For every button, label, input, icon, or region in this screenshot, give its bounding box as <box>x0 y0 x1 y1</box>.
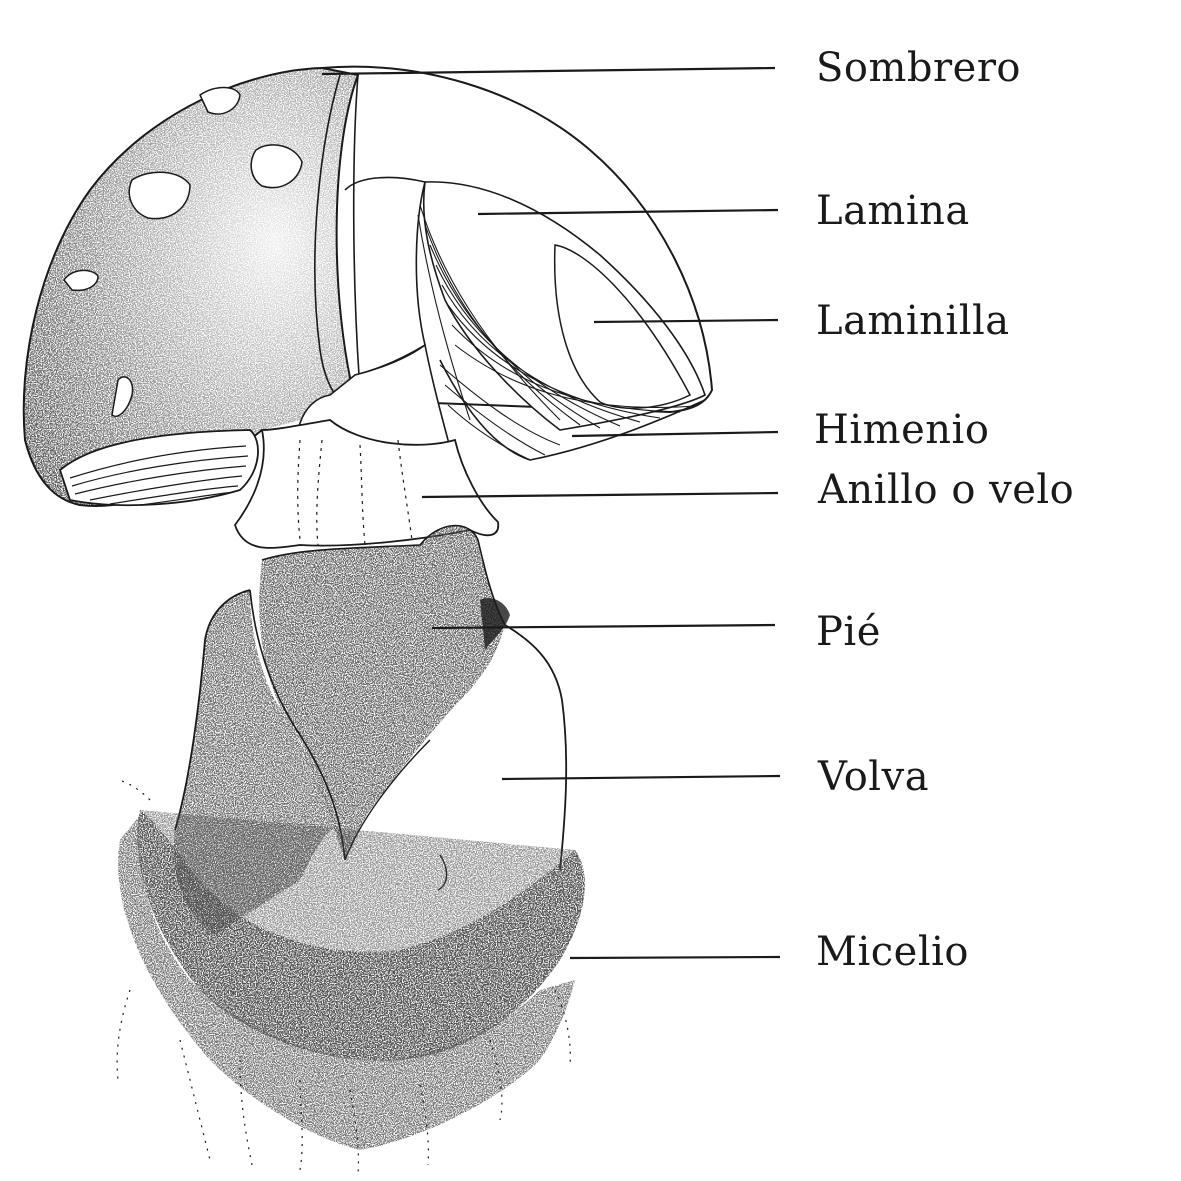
leader-pie <box>431 623 776 630</box>
label-lamina: Lamina <box>816 188 970 234</box>
cap-wart <box>128 171 191 220</box>
mycelium-strands <box>116 779 571 1176</box>
stem-base <box>259 524 510 860</box>
cap-wart <box>63 269 99 292</box>
left-gill-lines <box>69 445 249 506</box>
mycelium <box>116 779 585 1176</box>
label-micelio: Micelio <box>816 929 969 975</box>
leader-volva <box>501 774 781 781</box>
stem-base-surface <box>259 525 505 860</box>
cap-wart <box>199 86 241 115</box>
leader-lamina <box>477 208 779 216</box>
leader-lines <box>321 66 781 960</box>
label-laminilla: Laminilla <box>816 298 1010 344</box>
cap-wart <box>111 376 134 417</box>
label-pie: Pié <box>816 609 881 655</box>
cap-wart <box>250 144 303 189</box>
cap-cross-section <box>314 65 714 461</box>
label-anillo: Anillo o velo <box>818 467 1075 513</box>
label-himenio: Himenio <box>814 407 990 453</box>
cap <box>22 67 359 507</box>
stem-and-ring <box>233 343 500 549</box>
leader-anillo <box>421 491 779 499</box>
label-volva: Volva <box>818 754 930 800</box>
leader-laminilla <box>593 318 779 324</box>
label-sombrero: Sombrero <box>816 45 1022 91</box>
hymenium-lines <box>417 204 696 461</box>
leader-himenio <box>571 430 779 438</box>
volva-right <box>348 625 567 900</box>
leader-sombrero <box>321 66 776 76</box>
ring-folds <box>297 439 413 546</box>
leader-micelio <box>569 955 781 960</box>
ring <box>233 419 500 549</box>
